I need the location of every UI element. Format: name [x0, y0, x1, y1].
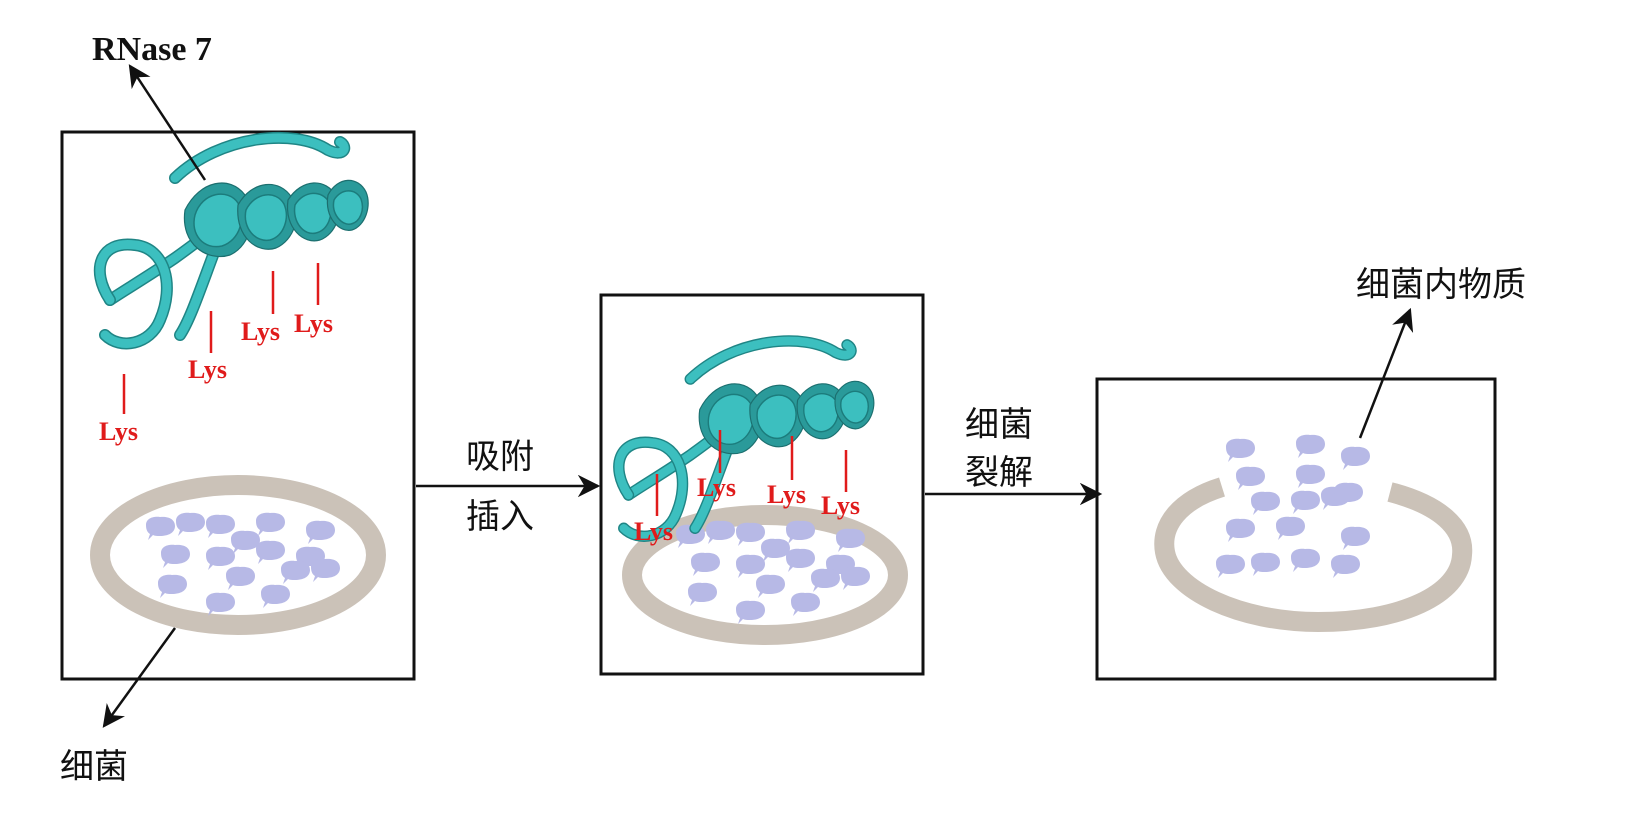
bacteria-label: 细菌 [60, 747, 128, 787]
lys-label: Lys [294, 309, 333, 338]
lys-label: Lys [697, 473, 736, 502]
lys-markers-panel1: Lys Lys Lys Lys [99, 263, 333, 446]
lys-label: Lys [188, 355, 227, 384]
protein-name-label: RNase 7 [92, 31, 212, 68]
step2-label-line1: 细菌 [965, 405, 1033, 445]
lys-label: Lys [634, 517, 673, 546]
panel-initial [60, 130, 416, 681]
step1-label-line1: 吸附 [466, 437, 534, 477]
lys-label: Lys [99, 417, 138, 446]
bacterium-attached [622, 505, 908, 645]
panel-insertion [599, 293, 925, 676]
step1-label-line2: 插入 [466, 497, 534, 537]
bacteria-pointer-arrow [102, 627, 177, 728]
bacterium-lysed [1154, 434, 1473, 633]
lys-markers-panel2: Lys Lys Lys Lys [634, 430, 860, 546]
lys-label: Lys [241, 317, 280, 346]
contents-label: 细菌内物质 [1356, 265, 1526, 305]
bacterium-intact [90, 475, 386, 635]
lys-label: Lys [767, 480, 806, 509]
contents-pointer-arrow [1358, 307, 1414, 439]
step2-label-line2: 裂解 [965, 453, 1033, 493]
protein-pointer-arrow [128, 64, 207, 181]
panel-lysed [1095, 377, 1497, 681]
lys-label: Lys [821, 491, 860, 520]
